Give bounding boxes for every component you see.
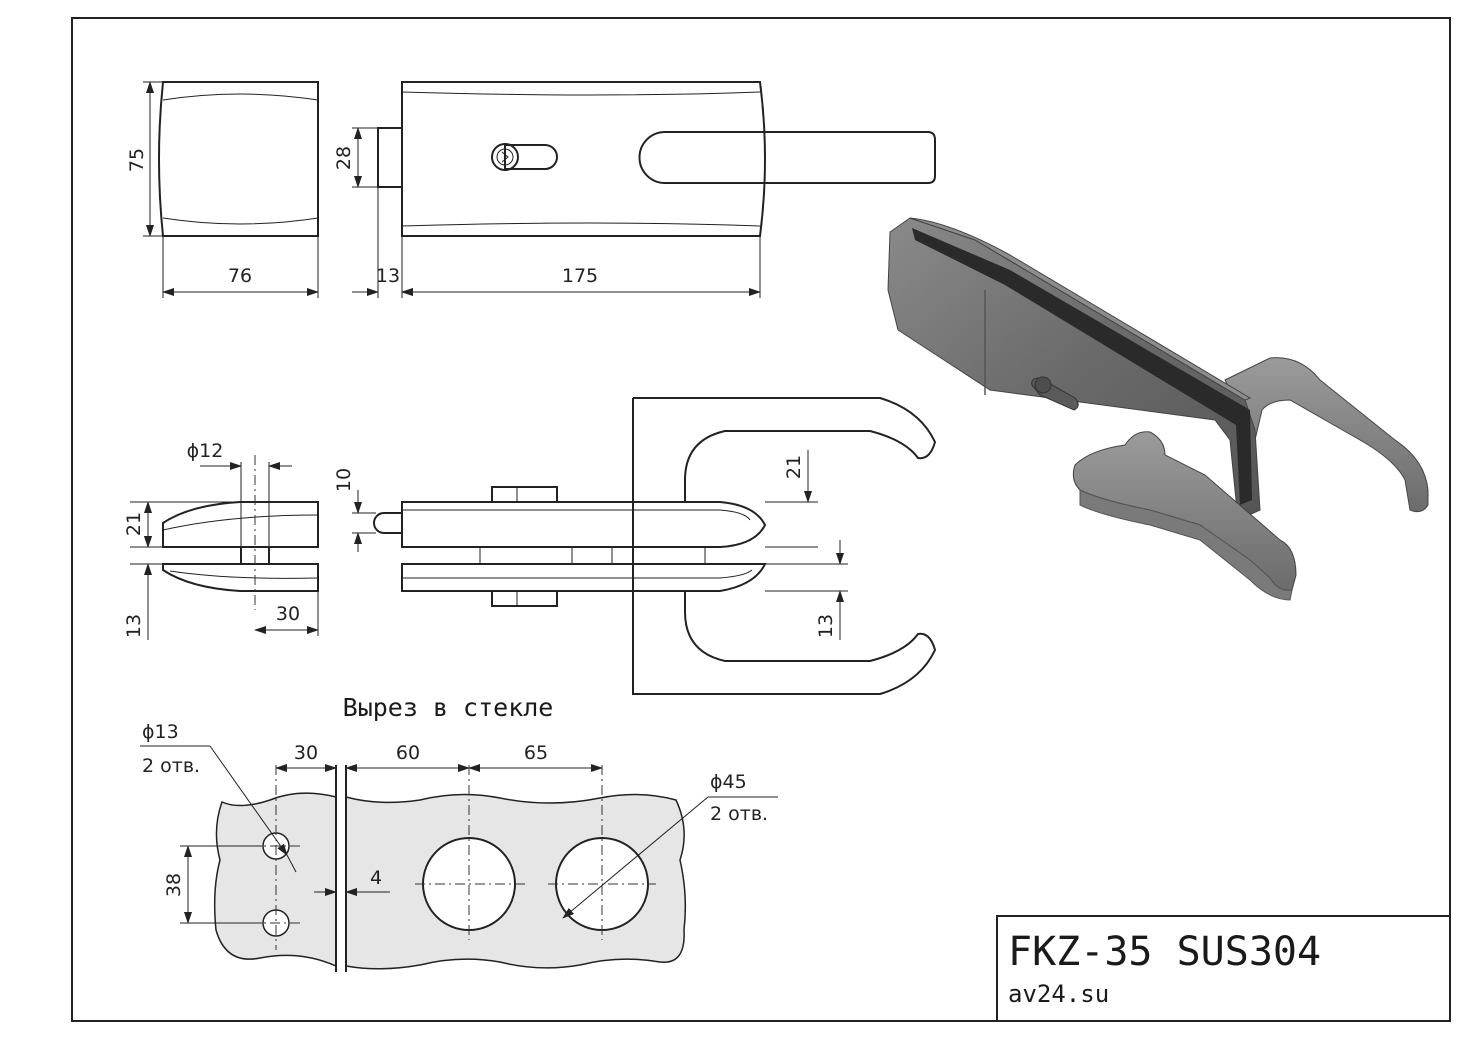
dim-plan-depth: 30 — [276, 603, 300, 625]
lock-3d-render — [887, 217, 1429, 601]
dim-bolt-throw: 10 — [333, 468, 355, 492]
sheet-frame — [71, 17, 1451, 1022]
dim-cut-edge: 30 — [294, 742, 318, 764]
dim-cut-hole-spacing: 38 — [163, 873, 185, 897]
dim-body-length: 175 — [562, 265, 598, 287]
small-hole-dia: ϕ13 — [142, 721, 179, 743]
model-title: FKZ-35 SUS304 — [1008, 929, 1321, 975]
dim-bolt-height: 28 — [333, 146, 355, 170]
dim-cut-spacing-1: 60 — [396, 742, 420, 764]
large-hole-count: 2 отв. — [710, 803, 768, 825]
front-view-end: 75 76 — [126, 81, 319, 298]
dim-front-width: 76 — [228, 265, 252, 287]
dim-front-height: 75 — [126, 148, 148, 172]
small-hole-count: 2 отв. — [142, 755, 200, 777]
cutout-heading: Вырез в стекле — [343, 693, 554, 722]
dim-bolt-offset: 13 — [376, 265, 400, 287]
site-label: av24.su — [1008, 980, 1109, 1008]
dim-cut-glass-gap: 4 — [370, 867, 382, 889]
glass-cutout: Вырез в стекле 30 60 65 38 — [140, 693, 778, 972]
dim-spindle-dia: ϕ12 — [187, 440, 224, 462]
dim-cut-spacing-2: 65 — [524, 742, 548, 764]
render-handle-back — [1224, 357, 1429, 513]
large-hole-dia: ϕ45 — [710, 771, 747, 793]
title-block: FKZ-35 SUS304 av24.su — [996, 915, 1451, 1022]
plan-view-end: ϕ12 21 13 30 — [123, 440, 319, 640]
glass-left — [213, 792, 337, 968]
plan-view-lock: 10 21 13 — [333, 397, 937, 695]
side-view-lock: 28 13 175 — [333, 81, 936, 298]
dim-handle-bottom: 13 — [815, 614, 837, 638]
dim-handle-top: 21 — [783, 455, 805, 479]
dim-plan-gap: 13 — [123, 614, 145, 638]
dim-plan-thickness: 21 — [123, 512, 145, 536]
